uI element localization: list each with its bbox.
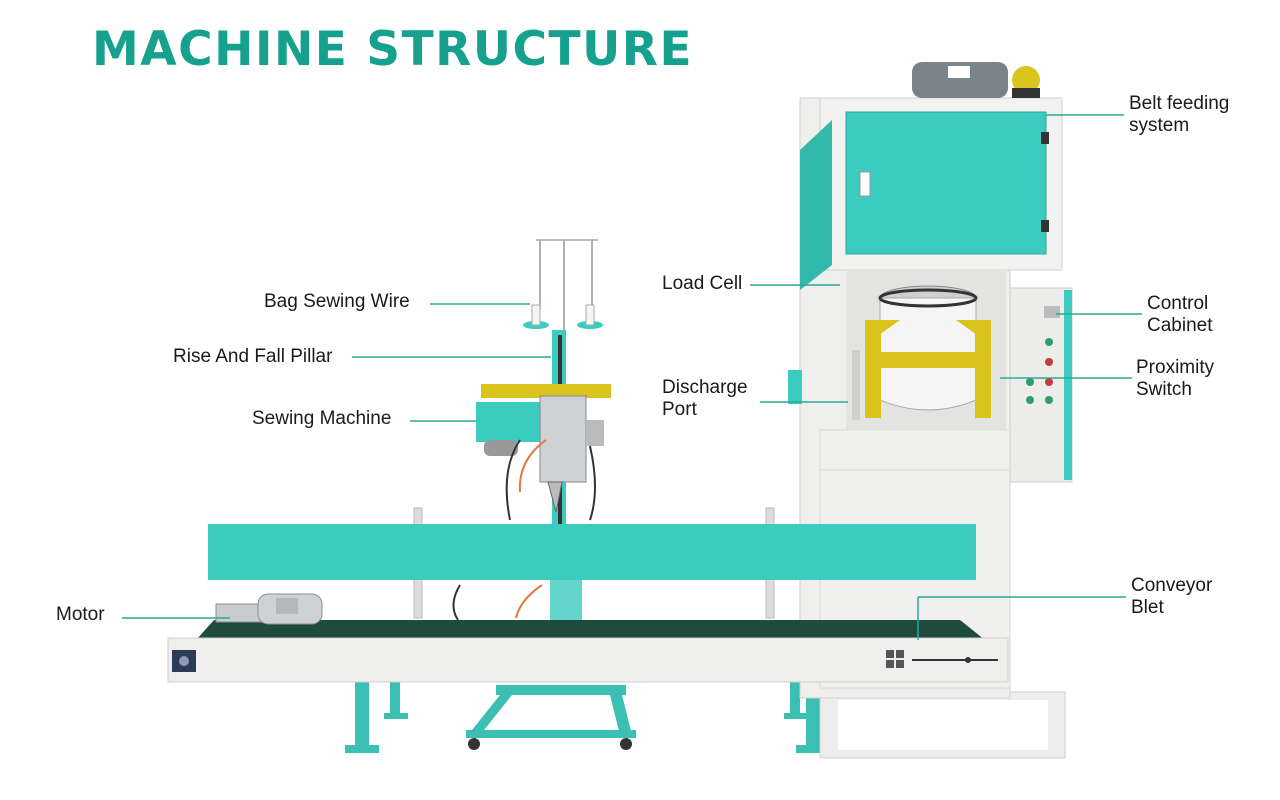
callout-line: Port	[662, 399, 697, 420]
callout-line: Belt feeding	[1129, 93, 1230, 114]
callout-load-cell: Load Cell	[662, 273, 743, 294]
callout-line: system	[1129, 115, 1190, 136]
callout-line: Proximity	[1136, 357, 1215, 378]
conveyor-belt	[167, 593, 1009, 683]
callout-motor: Motor	[56, 604, 105, 625]
callout-bag-sewing-wire: Bag Sewing Wire	[264, 291, 410, 312]
callout-line: Conveyor	[1131, 575, 1213, 596]
callout-conveyor-blet: Conveyor Blet	[1131, 575, 1212, 619]
conveyor-legs	[345, 642, 830, 753]
page-title: MACHINE STRUCTURE	[92, 22, 694, 77]
sewing-unit	[476, 239, 611, 530]
callout-proximity-switch: Proximity Switch	[1136, 357, 1214, 401]
callout-line: Cabinet	[1147, 315, 1213, 336]
leader-lines	[122, 114, 1142, 640]
conveyor-guard-panel	[208, 524, 976, 580]
callout-control-cabinet: Control Cabinet	[1147, 293, 1213, 337]
callout-line: Switch	[1136, 379, 1192, 400]
callout-discharge-port: Discharge Port	[662, 377, 748, 421]
callout-belt-feeding-system: Belt feeding system	[1129, 93, 1229, 137]
callout-sewing-machine: Sewing Machine	[252, 408, 392, 429]
callout-line: Blet	[1131, 597, 1164, 618]
callout-line: Discharge	[662, 377, 748, 398]
callout-line: Control	[1147, 293, 1209, 314]
callout-rise-and-fall-pillar: Rise And Fall Pillar	[173, 346, 333, 367]
